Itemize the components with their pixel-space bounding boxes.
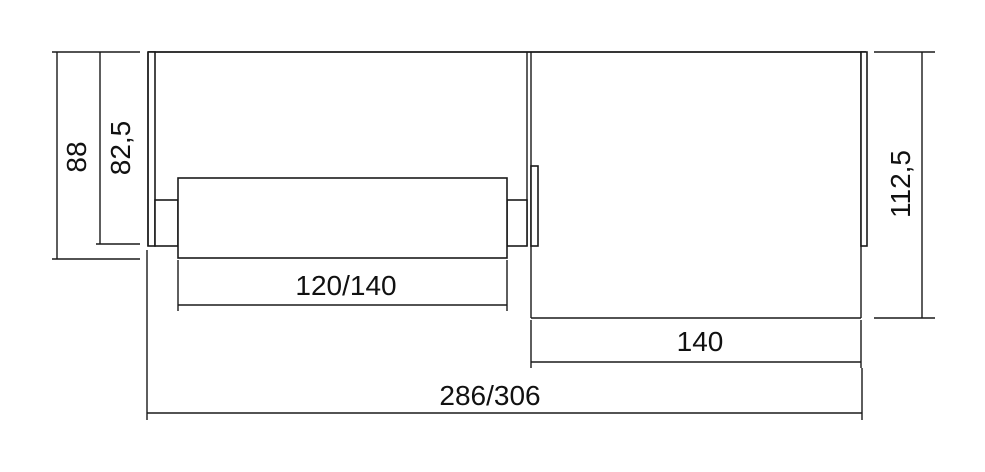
toilet-roll [154, 177, 528, 259]
dimension-82-5: 82,5 [96, 52, 140, 245]
center-plate [530, 165, 539, 247]
dimension-140-label: 140 [677, 326, 724, 357]
dimension-140: 140 [530, 320, 862, 368]
dimension-88-label: 88 [61, 141, 92, 172]
dimension-112-5: 112,5 [874, 51, 935, 319]
dimension-286-306: 286/306 [146, 250, 863, 420]
dimension-88: 88 [52, 51, 140, 260]
spindle-left-cap [154, 199, 179, 247]
roll-body [177, 177, 508, 259]
dimension-112-5-label: 112,5 [885, 150, 916, 218]
dimension-286-306-label: 286/306 [439, 380, 540, 411]
left-wall-plate [147, 51, 156, 247]
spindle-right-cap [506, 199, 528, 247]
dimension-82-5-label: 82,5 [105, 121, 136, 176]
dimension-120-140: 120/140 [177, 260, 508, 311]
right-wall-plate [860, 51, 868, 247]
dimension-120-140-label: 120/140 [295, 270, 396, 301]
